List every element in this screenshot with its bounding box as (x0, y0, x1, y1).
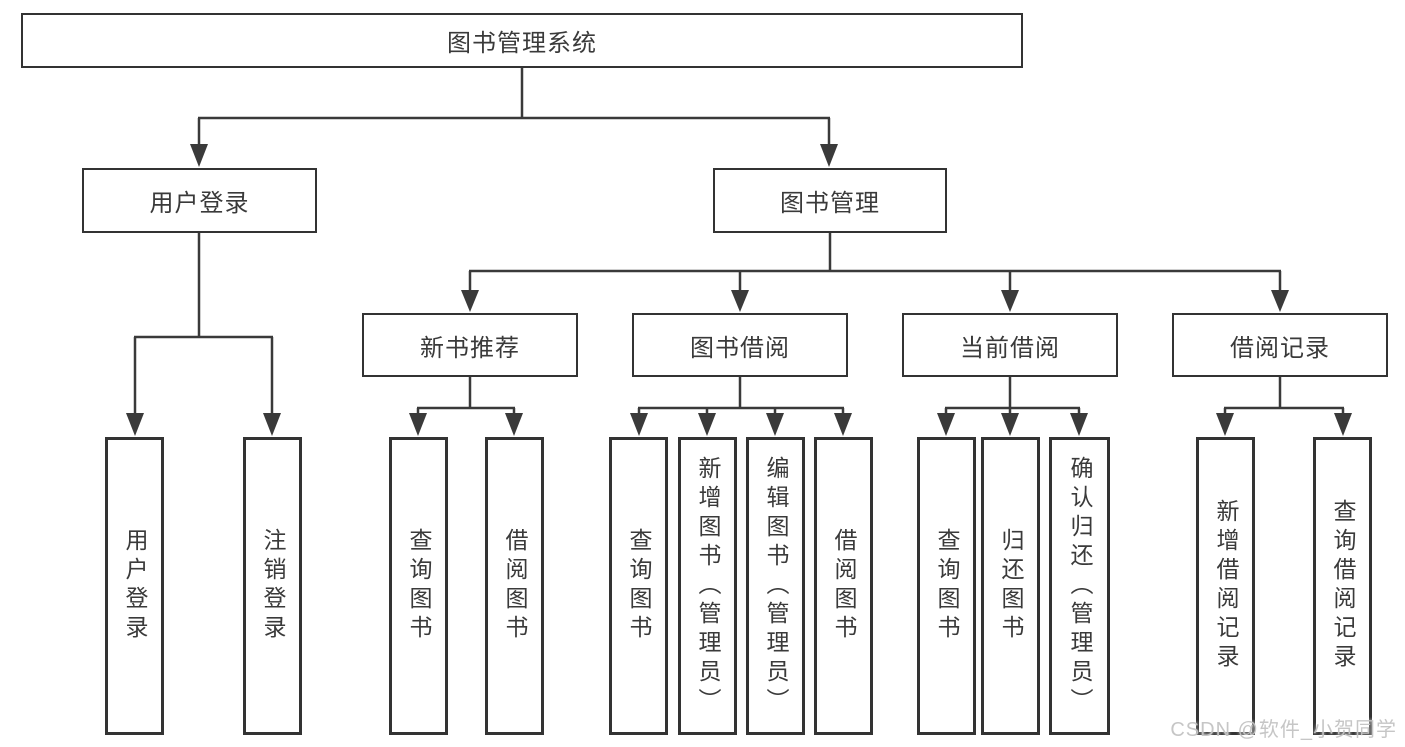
leaf-user-login: 用户登录 (105, 437, 164, 735)
node-user-login-label: 用户登录 (149, 190, 250, 217)
leaf-logout: 注销登录 (243, 437, 302, 735)
leaf-query-books-1-label: 查询图书 (406, 528, 432, 644)
leaf-confirm-return-admin-label: 确认归还（管理员） (1067, 455, 1093, 717)
node-book-management: 图书管理 (713, 168, 947, 233)
node-user-login: 用户登录 (82, 168, 317, 233)
leaf-confirm-return-admin: 确认归还（管理员） (1049, 437, 1110, 735)
leaf-query-books-2: 查询图书 (609, 437, 668, 735)
node-root-system-label: 图书管理系统 (447, 30, 597, 57)
node-current-borrowing-label: 当前借阅 (960, 334, 1060, 362)
node-book-borrowing: 图书借阅 (632, 313, 848, 377)
leaf-query-books-1: 查询图书 (389, 437, 448, 735)
leaf-add-borrow-record-label: 新增借阅记录 (1213, 499, 1239, 673)
node-new-book-recommend-label: 新书推荐 (420, 334, 520, 362)
node-current-borrowing: 当前借阅 (902, 313, 1118, 377)
node-new-book-recommend: 新书推荐 (362, 313, 578, 377)
node-borrowing-records: 借阅记录 (1172, 313, 1388, 377)
leaf-query-books-2-label: 查询图书 (626, 528, 652, 644)
leaf-add-borrow-record: 新增借阅记录 (1196, 437, 1255, 735)
leaf-edit-books-admin: 编辑图书（管理员） (746, 437, 805, 735)
leaf-return-books: 归还图书 (981, 437, 1040, 735)
leaf-logout-label: 注销登录 (260, 528, 286, 644)
leaf-borrow-books-2: 借阅图书 (814, 437, 873, 735)
leaf-edit-books-admin-label: 编辑图书（管理员） (763, 455, 789, 717)
leaf-query-books-3: 查询图书 (917, 437, 976, 735)
leaf-return-books-label: 归还图书 (998, 528, 1024, 644)
leaf-borrow-books-1: 借阅图书 (485, 437, 544, 735)
leaf-borrow-books-2-label: 借阅图书 (831, 528, 857, 644)
leaf-borrow-books-1-label: 借阅图书 (502, 528, 528, 644)
node-root-system: 图书管理系统 (21, 13, 1023, 68)
leaf-query-borrow-record-label: 查询借阅记录 (1330, 499, 1356, 673)
leaf-add-books-admin: 新增图书（管理员） (678, 437, 737, 735)
csdn-watermark: CSDN @软件_小贺同学 (1170, 719, 1397, 741)
node-book-borrowing-label: 图书借阅 (690, 334, 790, 362)
leaf-add-books-admin-label: 新增图书（管理员） (695, 455, 721, 717)
node-borrowing-records-label: 借阅记录 (1230, 334, 1330, 362)
leaf-user-login-label: 用户登录 (122, 528, 148, 644)
node-book-management-label: 图书管理 (780, 190, 880, 217)
leaf-query-books-3-label: 查询图书 (934, 528, 960, 644)
leaf-query-borrow-record: 查询借阅记录 (1313, 437, 1372, 735)
